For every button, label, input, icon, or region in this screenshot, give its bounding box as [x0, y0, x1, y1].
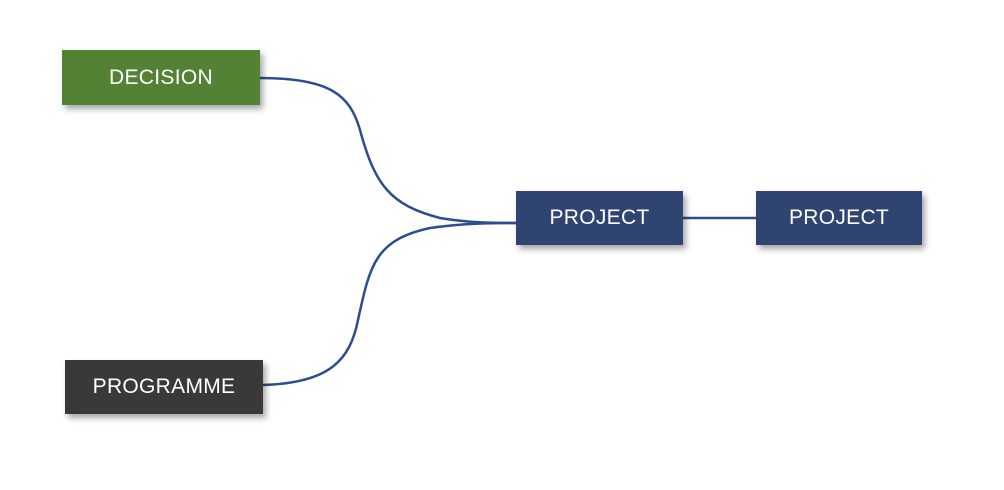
node-project-child-label: PROJECT	[788, 206, 890, 229]
connector-decision-to-project	[258, 76, 518, 225]
node-project-main-label: PROJECT	[549, 206, 650, 229]
node-project-child[interactable]: PROJECT	[756, 191, 922, 245]
connector-programme-to-project	[261, 221, 518, 387]
node-project-main[interactable]: PROJECT	[516, 191, 683, 245]
node-programme[interactable]: PROGRAMME	[65, 360, 263, 414]
node-programme-label: PROGRAMME	[92, 375, 236, 398]
node-decision[interactable]: DECISION	[62, 50, 260, 105]
node-decision-label: DECISION	[109, 65, 213, 89]
